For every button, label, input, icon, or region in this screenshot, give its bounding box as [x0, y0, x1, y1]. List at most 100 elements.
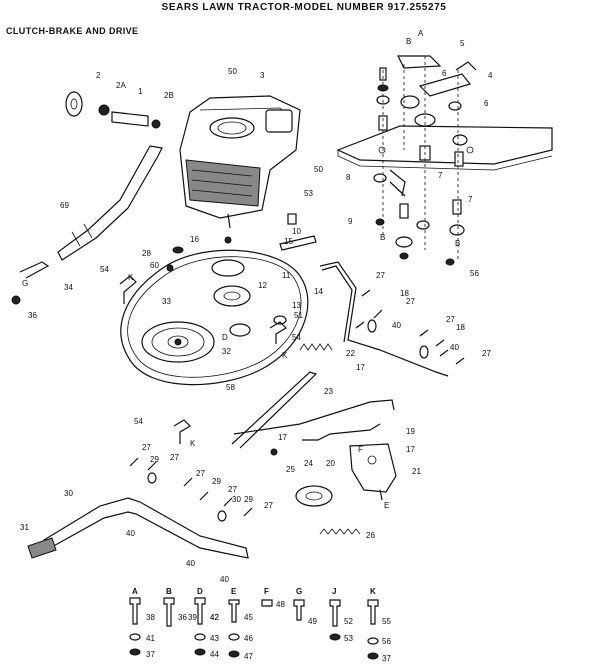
callout-10: 10	[292, 227, 301, 236]
callout-2: 2	[96, 71, 101, 80]
callout-D: D	[222, 333, 228, 342]
plate-21	[349, 443, 397, 501]
axle-parts	[65, 91, 161, 129]
hardware-part-47: 47	[244, 652, 253, 661]
hardware-letter-e: E	[231, 587, 237, 596]
callout-40a: 40	[392, 321, 401, 330]
callout-27f: 27	[170, 453, 179, 462]
callout-12: 12	[258, 281, 267, 290]
hardware-part-52: 52	[344, 617, 353, 626]
hardware-part-48: 48	[276, 600, 285, 609]
callout-K-b: K	[282, 351, 288, 360]
callout-7b: 7	[468, 195, 473, 204]
callout-30a: 30	[64, 489, 73, 498]
callout-16a: 16	[190, 235, 199, 244]
hardware-part-37: 37	[146, 650, 155, 659]
callout-A-top: A	[418, 29, 424, 38]
callout-3: 3	[260, 71, 265, 80]
callout-6b: 6	[484, 99, 489, 108]
hardware-part-46: 46	[244, 634, 253, 643]
frame-plate	[336, 125, 553, 197]
hardware-letter-b: B	[166, 587, 172, 596]
callout-33: 33	[162, 297, 171, 306]
callout-B-mid: B	[380, 233, 385, 242]
rod-14	[319, 261, 449, 377]
small-pins-mid	[129, 457, 253, 522]
callout-B-right: B	[455, 239, 460, 248]
brackets-54	[173, 321, 287, 444]
callout-13: 13	[292, 301, 301, 310]
callout-18a: 18	[400, 289, 409, 298]
callout-K-c: K	[190, 439, 196, 448]
callout-17a: 17	[356, 363, 365, 372]
hardware-part-42: 42	[210, 613, 219, 622]
top-bracket	[397, 55, 477, 97]
hardware-letter-k: K	[370, 587, 376, 596]
pulley-24	[270, 448, 333, 507]
callout-30b: 30	[232, 495, 241, 504]
callout-18b: 18	[456, 323, 465, 332]
callout-9: 9	[348, 217, 353, 226]
callout-40b: 40	[450, 343, 459, 352]
callout-F: F	[358, 445, 363, 454]
drive-belt	[120, 249, 309, 386]
callout-53: 53	[304, 189, 313, 198]
callout-69: 69	[60, 201, 69, 210]
left-bracket	[11, 261, 137, 305]
callout-36: 36	[28, 311, 37, 320]
callout-60: 60	[150, 261, 159, 270]
callout-E: E	[384, 501, 389, 510]
section-title: CLUTCH-BRAKE AND DRIVE	[6, 26, 139, 36]
hardware-part-41: 41	[146, 634, 155, 643]
spring-22	[299, 343, 333, 351]
hardware-letter-j: J	[332, 587, 336, 596]
callout-8: 8	[346, 173, 351, 182]
hardware-part-55: 55	[382, 617, 391, 626]
callout-40e: 40	[220, 575, 229, 584]
hardware-part-37: 37	[382, 654, 391, 663]
callout-54a: 54	[100, 265, 109, 274]
hardware-part-44: 44	[210, 650, 219, 659]
leader-lines-right	[382, 56, 459, 260]
callout-G-a: G	[22, 279, 28, 288]
callout-19: 19	[406, 427, 415, 436]
hardware-part-43: 43	[210, 634, 219, 643]
callout-27g: 27	[196, 469, 205, 478]
callout-27e: 27	[142, 443, 151, 452]
callout-24: 24	[304, 459, 313, 468]
hardware-part-38: 38	[146, 613, 155, 622]
hardware-row	[129, 597, 379, 660]
shaft-11	[166, 213, 317, 272]
hardware-letter-d: D	[197, 587, 203, 596]
callout-58: 58	[226, 383, 235, 392]
callout-21: 21	[412, 467, 421, 476]
rod-17	[233, 399, 395, 441]
callout-20: 20	[326, 459, 335, 468]
callout-25: 25	[286, 465, 295, 474]
callout-4: 4	[488, 71, 493, 80]
callout-29c: 29	[244, 495, 253, 504]
callout-27a: 27	[376, 271, 385, 280]
callout-40d: 40	[186, 559, 195, 568]
callout-17b: 17	[278, 433, 287, 442]
spring-26	[319, 528, 361, 535]
hardware-letter-a: A	[132, 587, 138, 596]
callout-50b: 50	[314, 165, 323, 174]
hardware-part-49: 49	[308, 617, 317, 626]
callout-56: 56	[470, 269, 479, 278]
callout-2B: 2B	[164, 91, 174, 100]
callout-51: 51	[294, 311, 303, 320]
callout-27d: 27	[482, 349, 491, 358]
pedal-arm-30	[27, 497, 249, 559]
callout-54c: 54	[134, 417, 143, 426]
callout-22: 22	[346, 349, 355, 358]
hardware-part-53: 53	[344, 634, 353, 643]
hardware-part-42: 42	[210, 613, 219, 622]
callout-27h: 27	[228, 485, 237, 494]
callout-29a: 29	[150, 455, 159, 464]
callout-31: 31	[20, 523, 29, 532]
callout-14: 14	[314, 287, 323, 296]
hardware-letter-g: G	[296, 587, 302, 596]
